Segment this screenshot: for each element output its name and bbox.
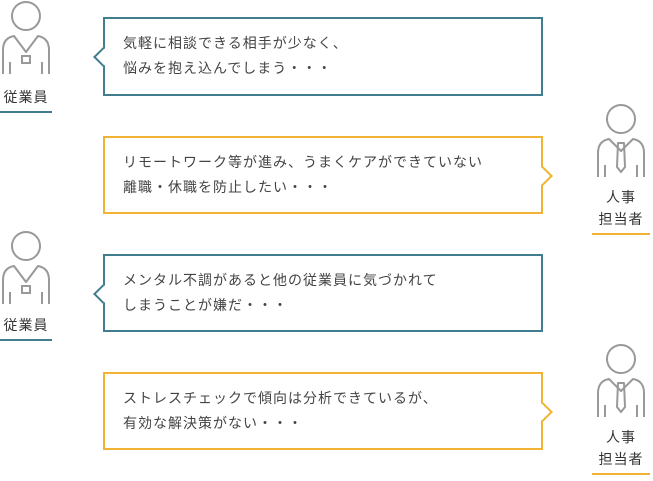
speech-bubble-employee-2: メンタル不調があると他の従業員に気づかれて しまうことが嫌だ・・・ bbox=[93, 254, 543, 332]
bubble-text-line: しまうことが嫌だ・・・ bbox=[123, 298, 288, 314]
speech-bubble-hr-1: リモートワーク等が進み、うまくケアができていない 離職・休職を防止したい・・・ bbox=[103, 136, 553, 214]
hr-underline bbox=[592, 233, 650, 235]
speech-bubble-hr-2: ストレスチェックで傾向は分析できているが、 有効な解決策がない・・・ bbox=[103, 372, 553, 450]
hr-underline bbox=[592, 473, 650, 475]
bubble-text-line: 悩みを抱え込んでしまう・・・ bbox=[123, 61, 333, 77]
bubble-text-line: リモートワーク等が進み、うまくケアができていない bbox=[123, 155, 483, 171]
hr-person-icon bbox=[597, 344, 645, 417]
role-label-hr: 人事 担当者 bbox=[598, 190, 644, 228]
employee-underline bbox=[0, 339, 52, 341]
bubble-text-line: メンタル不調があると他の従業員に気づかれて bbox=[123, 273, 438, 289]
bubble-text-line: 有効な解決策がない・・・ bbox=[123, 416, 303, 432]
role-label-employee: 従業員 bbox=[3, 90, 49, 106]
employee-person-icon bbox=[2, 231, 50, 304]
employee-person-icon bbox=[2, 1, 50, 74]
bubble-tail bbox=[93, 284, 113, 304]
bubble-tail bbox=[93, 47, 113, 67]
role-label-employee: 従業員 bbox=[3, 318, 49, 334]
bubble-text-line: 離職・休職を防止したい・・・ bbox=[123, 180, 333, 196]
hr-figure-2: 人事 担当者 bbox=[592, 343, 650, 475]
employee-figure-1: 従業員 bbox=[0, 0, 52, 113]
role-label-hr: 人事 担当者 bbox=[598, 430, 644, 468]
employee-figure-2: 従業員 bbox=[0, 230, 52, 341]
bubble-text-line: 気軽に相談できる相手が少なく、 bbox=[123, 36, 348, 52]
bubble-tail bbox=[533, 402, 553, 422]
bubble-tail bbox=[533, 166, 553, 186]
speech-bubble-employee-1: 気軽に相談できる相手が少なく、 悩みを抱え込んでしまう・・・ bbox=[93, 17, 543, 96]
bubble-text-line: ストレスチェックで傾向は分析できているが、 bbox=[123, 391, 438, 407]
employee-underline bbox=[0, 111, 52, 113]
hr-figure-1: 人事 担当者 bbox=[592, 103, 650, 235]
hr-person-icon bbox=[597, 104, 645, 177]
